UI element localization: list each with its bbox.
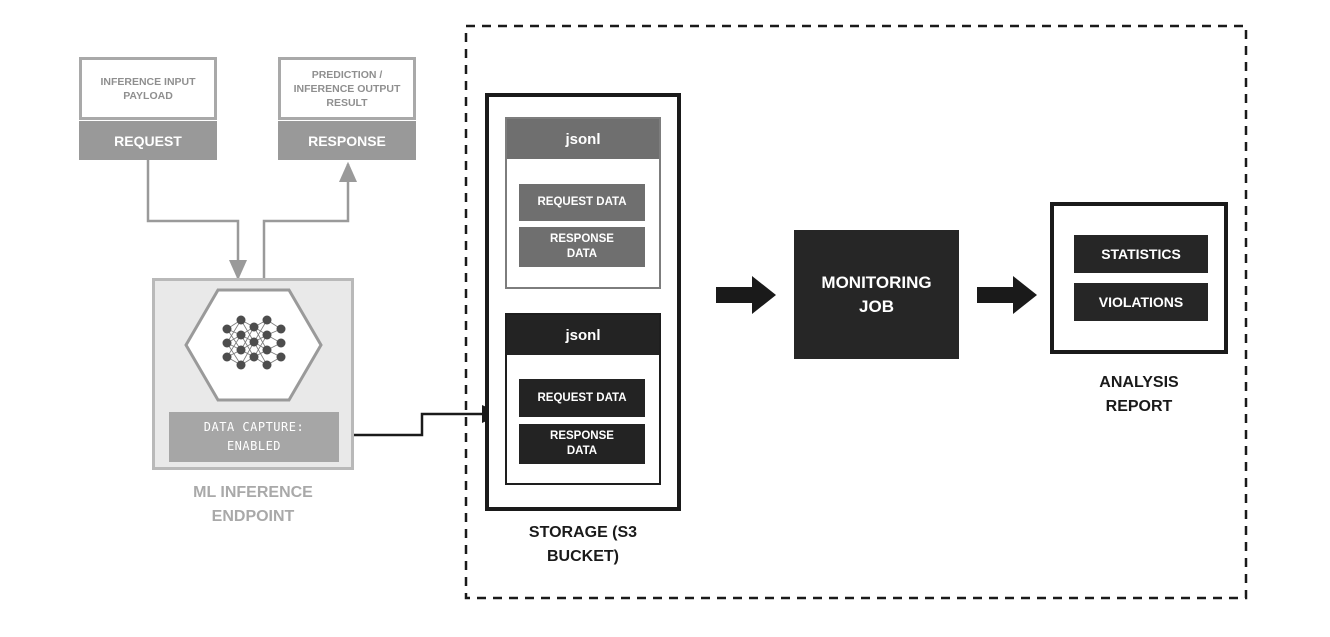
jsonl-file-2-request-data: REQUEST DATA — [519, 379, 645, 417]
statistics-item: STATISTICS — [1074, 235, 1208, 273]
prediction-output-label: PREDICTION / INFERENCE OUTPUT RESULT — [293, 68, 401, 109]
response-label: RESPONSE — [308, 132, 386, 149]
violations-item: VIOLATIONS — [1074, 283, 1208, 321]
neural-network-icon — [184, 288, 323, 402]
response-box: RESPONSE — [278, 121, 416, 160]
request-label: REQUEST — [114, 132, 182, 149]
arrow-right-icon — [716, 276, 776, 314]
analysis-report-caption: ANALYSIS REPORT — [1099, 374, 1179, 415]
monitoring-boundary — [464, 24, 1248, 600]
ml-inference-endpoint-box: DATA CAPTURE: ENABLED — [152, 278, 354, 470]
jsonl-file-1-response-data: RESPONSE DATA — [519, 227, 645, 267]
jsonl-file-2-header: jsonl — [507, 315, 659, 355]
jsonl-file-1-request-data: REQUEST DATA — [519, 184, 645, 221]
analysis-report-box: STATISTICS VIOLATIONS — [1050, 202, 1228, 354]
storage-bucket-box: jsonl REQUEST DATA RESPONSE DATA jsonl R… — [485, 93, 681, 511]
monitoring-job-label: MONITORING JOB — [821, 272, 932, 316]
data-capture-label: DATA CAPTURE: ENABLED — [203, 420, 305, 453]
request-box: REQUEST — [79, 121, 217, 160]
ml-inference-endpoint-caption: ML INFERENCE ENDPOINT — [193, 484, 313, 525]
prediction-output-box: PREDICTION / INFERENCE OUTPUT RESULT — [278, 57, 416, 120]
data-capture-badge: DATA CAPTURE: ENABLED — [169, 412, 339, 462]
monitoring-job-box: MONITORING JOB — [794, 230, 959, 359]
jsonl-file-2: jsonl REQUEST DATA RESPONSE DATA — [505, 313, 661, 485]
jsonl-file-2-response-data: RESPONSE DATA — [519, 424, 645, 464]
storage-caption: STORAGE (S3 BUCKET) — [528, 524, 638, 565]
inference-input-payload-label: INFERENCE INPUT PAYLOAD — [100, 75, 196, 102]
jsonl-file-1-header: jsonl — [507, 119, 659, 159]
endpoint-to-response-arrow — [262, 161, 357, 278]
capture-to-storage-arrow — [338, 405, 503, 437]
request-to-endpoint-arrow — [146, 160, 247, 281]
arrow-right-icon — [977, 276, 1037, 314]
jsonl-file-1: jsonl REQUEST DATA RESPONSE DATA — [505, 117, 661, 289]
inference-input-payload-box: INFERENCE INPUT PAYLOAD — [79, 57, 217, 120]
